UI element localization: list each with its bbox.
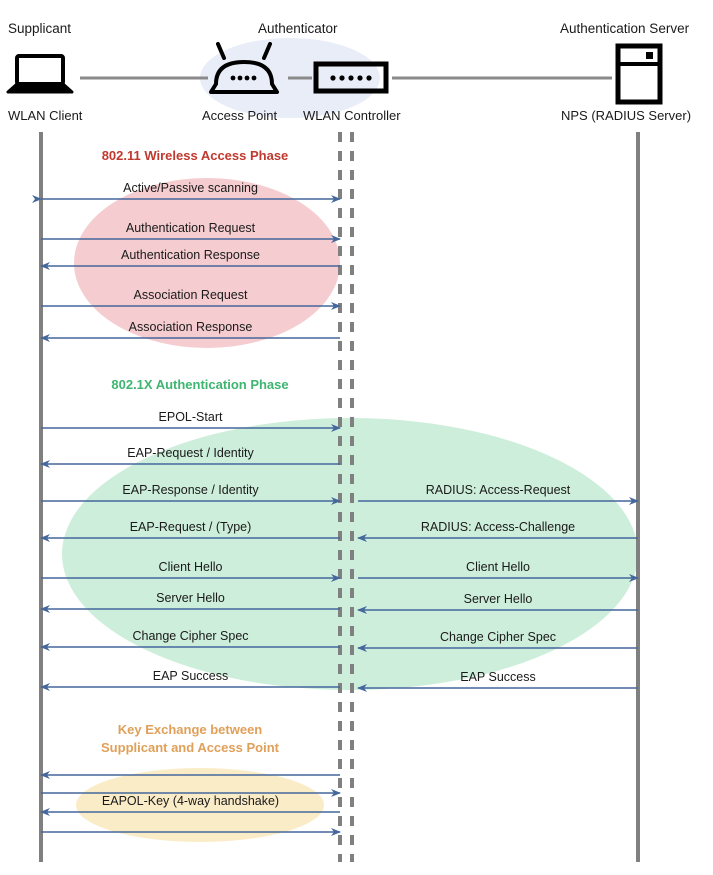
- actor-device-wlan-controller: WLAN Controller: [303, 108, 401, 123]
- message-label-m18: Change Cipher Spec: [439, 630, 557, 644]
- message-label-m03: Authentication Response: [121, 248, 260, 262]
- message-label-m19: EAP Success: [460, 670, 536, 684]
- actor-device-access-point: Access Point: [202, 108, 278, 123]
- message-label-m16: Client Hello: [466, 560, 530, 574]
- message-arrow-group: [32, 195, 639, 836]
- message-label-m06: EPOL-Start: [158, 410, 223, 424]
- laptop-icon: [6, 54, 74, 94]
- message-label-m10: Client Hello: [158, 560, 223, 574]
- wireless-router-icon: [209, 42, 279, 94]
- network-switch-icon: [313, 61, 389, 94]
- server-rack-icon: [615, 43, 663, 105]
- message-label-m17: Server Hello: [463, 592, 533, 606]
- phase-ellipse-key-exchange: [76, 768, 324, 842]
- message-label-m07: EAP-Request / Identity: [127, 446, 254, 460]
- phase-title-key-exchange: Key Exchange between Supplicant and Acce…: [0, 721, 380, 757]
- message-label-m01: Active/Passive scanning: [123, 181, 258, 195]
- actor-role-authenticator: Authenticator: [258, 21, 338, 36]
- actor-device-nps-radius: NPS (RADIUS Server): [561, 108, 692, 123]
- message-label-m15: RADIUS: Access-Challenge: [420, 520, 576, 534]
- actor-device-wlan-client: WLAN Client: [8, 108, 83, 123]
- phase-title-dot1x-auth: 802.1X Authentication Phase: [111, 377, 289, 392]
- message-label-m12: Change Cipher Spec: [132, 629, 249, 643]
- message-label-m22: EAPOL-Key (4-way handshake): [101, 794, 280, 808]
- message-label-m09: EAP-Request / (Type): [129, 520, 252, 534]
- actor-role-auth-server: Authentication Server: [560, 21, 690, 36]
- message-label-m08: EAP-Response / Identity: [122, 483, 259, 497]
- message-label-m13: EAP Success: [152, 669, 229, 683]
- phase-title-wireless-access: 802.11 Wireless Access Phase: [101, 148, 289, 163]
- message-label-m04: Association Request: [133, 288, 248, 302]
- message-label-m11: Server Hello: [156, 591, 225, 605]
- phase-title-key-exchange-line2: Supplicant and Access Point: [101, 740, 279, 755]
- message-label-m02: Authentication Request: [125, 221, 256, 235]
- actor-role-supplicant: Supplicant: [8, 21, 72, 36]
- phase-title-key-exchange-line1: Key Exchange between: [117, 722, 263, 737]
- message-label-m05: Association Response: [128, 320, 253, 334]
- message-label-m14: RADIUS: Access-Request: [425, 483, 571, 497]
